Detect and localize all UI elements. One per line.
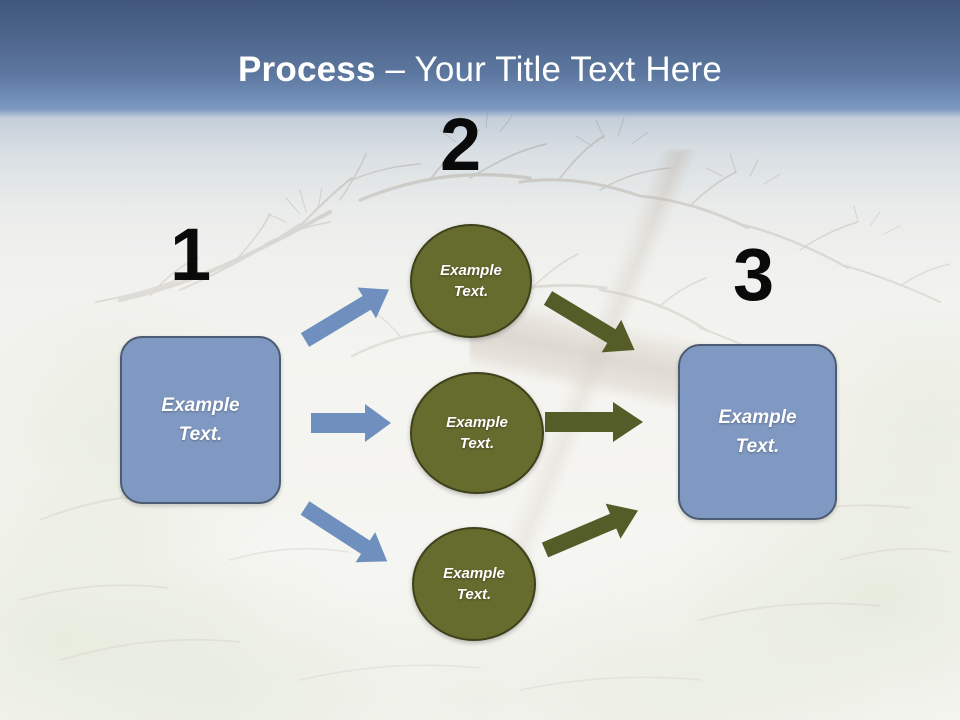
process-circle-top-line1: Example <box>440 262 502 279</box>
process-box-left[interactable]: Example Text. <box>120 336 281 504</box>
process-box-left-line1: Example <box>161 395 240 416</box>
process-box-left-line2: Text. <box>178 424 223 445</box>
page-title-rest: – Your Title Text Here <box>375 50 722 89</box>
process-circle-bottom-line2: Text. <box>456 586 492 603</box>
step-number-1: 1 <box>170 213 212 296</box>
process-box-right-text: Example Text. <box>718 403 796 461</box>
arrow-circle-middle-to-box-icon <box>545 402 647 442</box>
arrow-box-to-circle-top-icon <box>300 287 409 354</box>
process-circle-middle-line1: Example <box>446 414 508 431</box>
title-band <box>0 0 960 118</box>
arrow-box-to-circle-middle-icon <box>311 404 395 442</box>
process-circle-middle-line2: Text. <box>459 435 495 452</box>
process-box-left-text: Example Text. <box>161 391 239 449</box>
process-circle-middle[interactable]: Example Text. <box>410 372 544 494</box>
process-box-right-line1: Example <box>718 407 797 428</box>
process-circle-bottom[interactable]: Example Text. <box>412 527 536 641</box>
process-box-right[interactable]: Example Text. <box>678 344 837 520</box>
process-circle-top[interactable]: Example Text. <box>410 224 532 338</box>
step-number-3: 3 <box>733 233 775 316</box>
process-circle-top-line2: Text. <box>453 283 489 300</box>
process-circle-middle-text: Example Text. <box>446 412 508 454</box>
page-title: Process – Your Title Text Here <box>0 48 960 92</box>
arrow-circle-top-to-box-icon <box>543 286 654 358</box>
process-box-right-line2: Text. <box>735 436 780 457</box>
step-number-2: 2 <box>440 103 482 186</box>
page-title-bold: Process <box>238 50 376 89</box>
arrow-box-to-circle-bottom-icon <box>300 496 409 566</box>
process-circle-top-text: Example Text. <box>440 260 502 302</box>
process-circle-bottom-text: Example Text. <box>443 563 505 605</box>
process-circle-bottom-line1: Example <box>443 565 505 582</box>
arrow-circle-bottom-to-box-icon <box>541 500 653 564</box>
